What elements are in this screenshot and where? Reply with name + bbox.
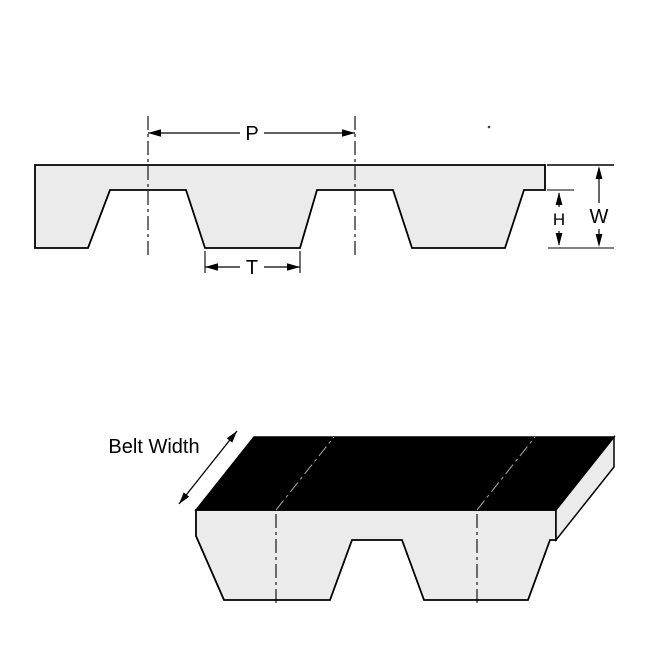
artifact-dot bbox=[487, 125, 491, 129]
pitch-dimension: P bbox=[148, 123, 355, 145]
tooth-arrow-left-icon bbox=[205, 263, 218, 271]
height-arrow-down-icon bbox=[555, 233, 563, 246]
belt-width-label: Belt Width bbox=[108, 436, 199, 458]
tooth-label: T bbox=[246, 257, 258, 279]
thickness-dimension: W bbox=[547, 164, 614, 247]
top-seam-line-right bbox=[476, 436, 536, 511]
thickness-arrow-up-icon bbox=[595, 166, 603, 179]
belt-end-face bbox=[555, 434, 615, 543]
perspective-view: Belt Width bbox=[108, 430, 616, 604]
thickness-label: W bbox=[590, 206, 609, 228]
belt-width-arrow-upper-icon bbox=[226, 431, 237, 443]
belt-width-arrow-lower-icon bbox=[179, 492, 190, 504]
belt-profile-shape bbox=[34, 164, 546, 249]
height-dimension: H bbox=[547, 189, 614, 249]
pitch-arrow-right-icon bbox=[342, 129, 355, 137]
belt-top-face bbox=[194, 436, 616, 511]
height-label: H bbox=[553, 210, 565, 229]
height-arrow-up-icon bbox=[555, 192, 563, 205]
belt-front-face bbox=[195, 509, 557, 601]
top-seam-line-left bbox=[275, 436, 335, 511]
thickness-arrow-down-icon bbox=[595, 234, 603, 247]
belt-width-arrow-line bbox=[178, 430, 238, 505]
profile-view: P T H bbox=[34, 116, 614, 279]
pitch-label: P bbox=[245, 123, 258, 145]
pitch-arrow-left-icon bbox=[148, 129, 161, 137]
tooth-arrow-right-icon bbox=[287, 263, 300, 271]
belt-width-dimension: Belt Width bbox=[108, 430, 238, 505]
tooth-dimension: T bbox=[204, 251, 301, 279]
